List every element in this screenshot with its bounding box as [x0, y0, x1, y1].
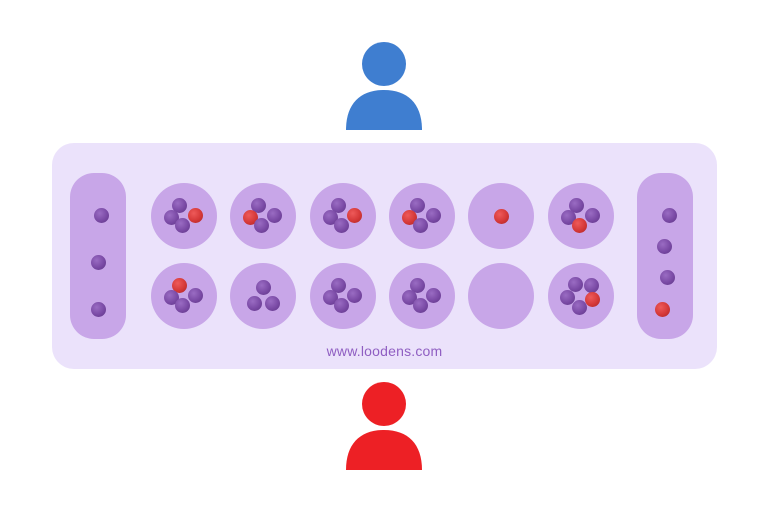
- seed: [584, 207, 600, 223]
- seed: [425, 287, 441, 303]
- seed: [330, 197, 346, 213]
- bottom-player-avatar: [346, 380, 422, 470]
- seed: [330, 277, 346, 293]
- seed: [90, 301, 106, 317]
- seed: [333, 217, 349, 233]
- top-player-body-icon: [346, 90, 422, 130]
- bottom-pit-6[interactable]: [548, 263, 614, 329]
- seed: [93, 207, 109, 223]
- seed: [409, 277, 425, 293]
- top-pit-4[interactable]: [389, 183, 455, 249]
- seed: [560, 209, 576, 225]
- top-pit-6[interactable]: [548, 183, 614, 249]
- seed: [654, 301, 670, 317]
- seed: [163, 209, 179, 225]
- seed: [174, 217, 190, 233]
- seed: [255, 279, 271, 295]
- seed: [171, 277, 187, 293]
- seed: [246, 295, 262, 311]
- top-player-avatar: [346, 40, 422, 130]
- seed: [412, 217, 428, 233]
- seed: [661, 207, 677, 223]
- seed: [584, 291, 600, 307]
- seed: [266, 207, 282, 223]
- seed: [659, 270, 675, 286]
- seed: [401, 209, 417, 225]
- bottom-player-body-icon: [346, 430, 422, 470]
- seed: [322, 289, 338, 305]
- website-text: www.loodens.com: [326, 343, 443, 359]
- seed: [171, 197, 187, 213]
- top-pit-1[interactable]: [151, 183, 217, 249]
- seed: [346, 287, 362, 303]
- bottom-pit-5[interactable]: [468, 263, 534, 329]
- seed: [409, 197, 425, 213]
- top-player-head-icon: [362, 42, 406, 86]
- seed: [559, 289, 575, 305]
- seed: [571, 299, 587, 315]
- seed: [346, 207, 362, 223]
- seed: [571, 217, 587, 233]
- seed: [187, 287, 203, 303]
- bottom-pit-3[interactable]: [310, 263, 376, 329]
- top-pit-3[interactable]: [310, 183, 376, 249]
- seed: [401, 289, 417, 305]
- top-pit-5[interactable]: [468, 183, 534, 249]
- seed: [242, 209, 258, 225]
- seed: [412, 297, 428, 313]
- seed: [174, 297, 190, 313]
- bottom-pit-4[interactable]: [389, 263, 455, 329]
- seed: [264, 295, 280, 311]
- bottom-pit-1[interactable]: [151, 263, 217, 329]
- seed: [90, 254, 106, 270]
- left-store[interactable]: [70, 173, 126, 339]
- seed: [163, 289, 179, 305]
- right-store[interactable]: [637, 173, 693, 339]
- seed: [493, 208, 509, 224]
- seed: [322, 209, 338, 225]
- seed: [567, 276, 583, 292]
- seed: [333, 297, 349, 313]
- seed: [250, 197, 266, 213]
- seed: [187, 207, 203, 223]
- top-pit-2[interactable]: [230, 183, 296, 249]
- seed: [568, 197, 584, 213]
- mancala-board: www.loodens.com: [52, 143, 717, 369]
- seed: [253, 217, 269, 233]
- bottom-pit-2[interactable]: [230, 263, 296, 329]
- bottom-player-head-icon: [362, 382, 406, 426]
- seed: [425, 207, 441, 223]
- seed: [656, 238, 672, 254]
- seed: [583, 277, 599, 293]
